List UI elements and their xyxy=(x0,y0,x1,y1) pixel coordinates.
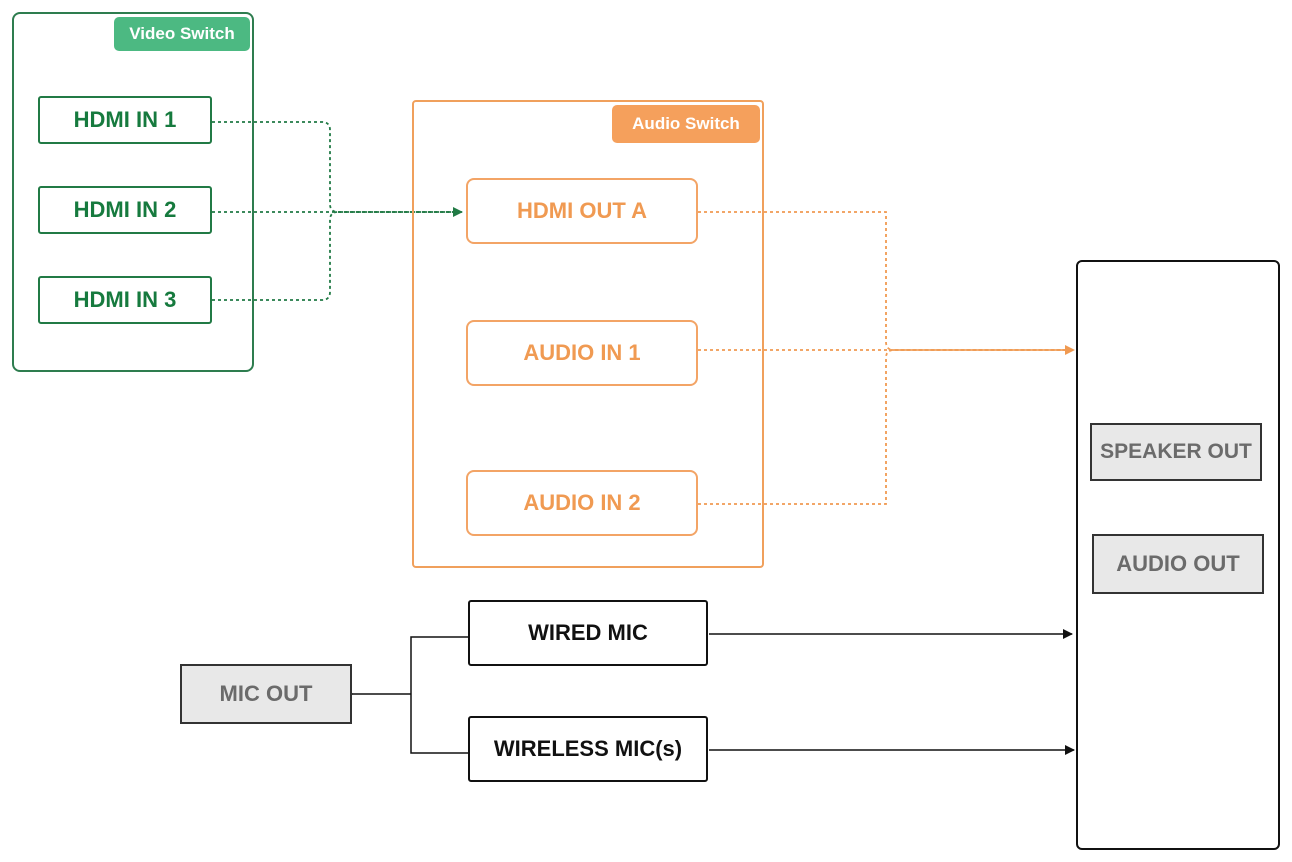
wired-mic-node[interactable]: WIRED MIC xyxy=(468,600,708,666)
hdmi-out-a-connector xyxy=(698,211,1072,351)
hdmi-in-2-node[interactable]: HDMI IN 2 xyxy=(38,186,212,234)
audio-switch-label: Audio Switch xyxy=(612,105,760,143)
audio-switch-group xyxy=(412,100,764,568)
hdmi-in-1-node[interactable]: HDMI IN 1 xyxy=(38,96,212,144)
video-connectors xyxy=(212,121,463,301)
wireless-mic-node[interactable]: WIRELESS MIC(s) xyxy=(468,716,708,782)
speaker-out-node[interactable]: SPEAKER OUT xyxy=(1090,423,1262,481)
audio-in-1-node[interactable]: AUDIO IN 1 xyxy=(466,320,698,386)
mic-connectors xyxy=(352,629,1075,755)
audio-connectors xyxy=(698,211,1075,505)
video-switch-label: Video Switch xyxy=(114,17,250,51)
video-switch-group xyxy=(12,12,254,372)
output-device-group xyxy=(1076,260,1280,850)
audio-in-2-node[interactable]: AUDIO IN 2 xyxy=(466,470,698,536)
hdmi-in-3-connector xyxy=(212,211,462,301)
mic-split-connector xyxy=(352,636,468,754)
audio-out-node[interactable]: AUDIO OUT xyxy=(1092,534,1264,594)
mic-out-node[interactable]: MIC OUT xyxy=(180,664,352,724)
hdmi-in-3-node[interactable]: HDMI IN 3 xyxy=(38,276,212,324)
hdmi-out-a-node[interactable]: HDMI OUT A xyxy=(466,178,698,244)
